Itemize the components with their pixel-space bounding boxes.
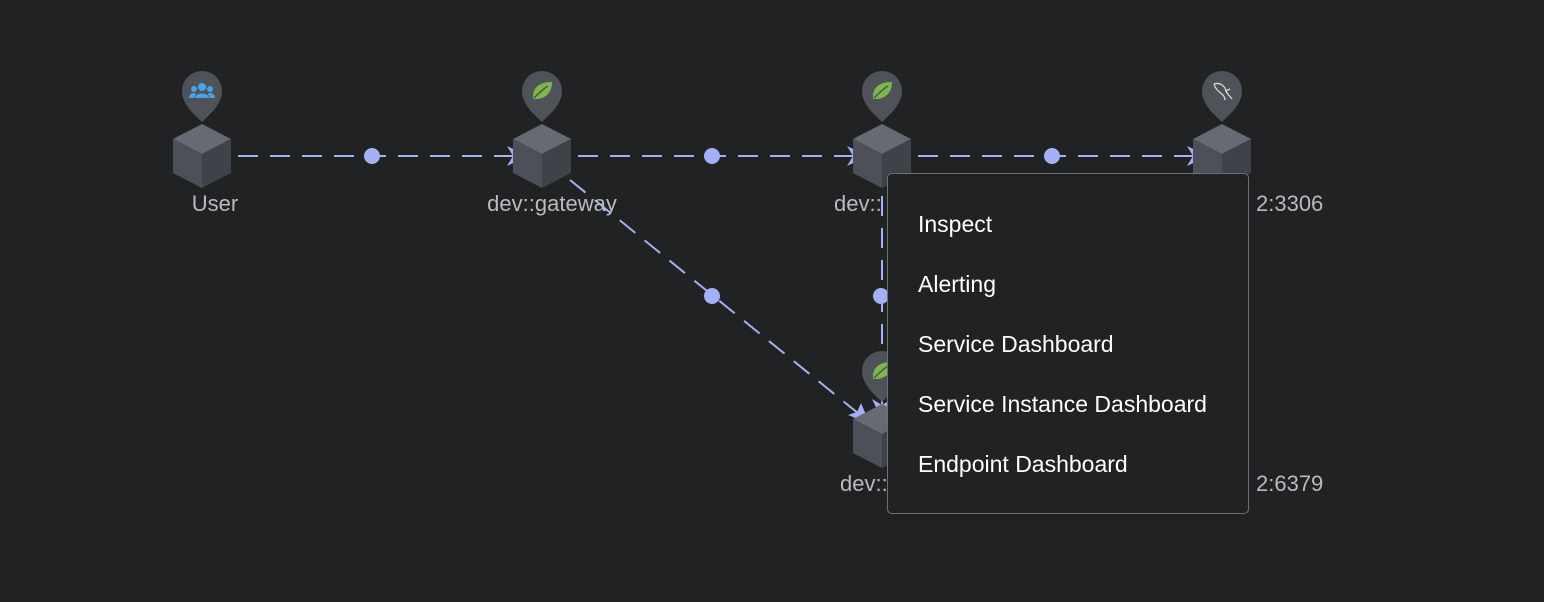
- node-gateway[interactable]: [513, 71, 571, 188]
- edge-midpoint-dot[interactable]: [873, 288, 889, 304]
- edge-midpoint-dot[interactable]: [704, 288, 720, 304]
- spring-leaf-icon: [532, 82, 552, 100]
- node-label-user: User: [191, 191, 239, 216]
- node-label-gateway: dev::gateway: [487, 191, 617, 216]
- node-service-top[interactable]: [853, 71, 911, 188]
- cube-icon: [173, 124, 231, 188]
- node-context-menu: Inspect Alerting Service Dashboard Servi…: [887, 173, 1249, 514]
- node-mysql[interactable]: [1193, 71, 1251, 188]
- menu-item-inspect[interactable]: Inspect: [918, 211, 993, 237]
- node-label-service-top: dev::: [834, 191, 882, 216]
- node-label-mysql: 2:3306: [1256, 191, 1324, 216]
- cube-icon: [513, 124, 571, 188]
- pin-marker: [1202, 71, 1242, 122]
- menu-item-alerting[interactable]: Alerting: [918, 271, 996, 297]
- mysql-dolphin-icon: [1213, 82, 1233, 101]
- spring-leaf-icon: [872, 82, 892, 100]
- node-label-redis: 2:6379: [1256, 471, 1324, 496]
- menu-item-endpoint-dashboard[interactable]: Endpoint Dashboard: [918, 451, 1128, 477]
- users-icon: [189, 83, 215, 98]
- edge-midpoint-dot[interactable]: [1044, 148, 1060, 164]
- node-label-service-bottom: dev::: [840, 471, 888, 496]
- menu-item-service-instance-dashboard[interactable]: Service Instance Dashboard: [918, 391, 1207, 417]
- edge-midpoint-dot[interactable]: [364, 148, 380, 164]
- menu-item-service-dashboard[interactable]: Service Dashboard: [918, 331, 1114, 357]
- edge-midpoint-dot[interactable]: [704, 148, 720, 164]
- node-user[interactable]: [173, 71, 231, 188]
